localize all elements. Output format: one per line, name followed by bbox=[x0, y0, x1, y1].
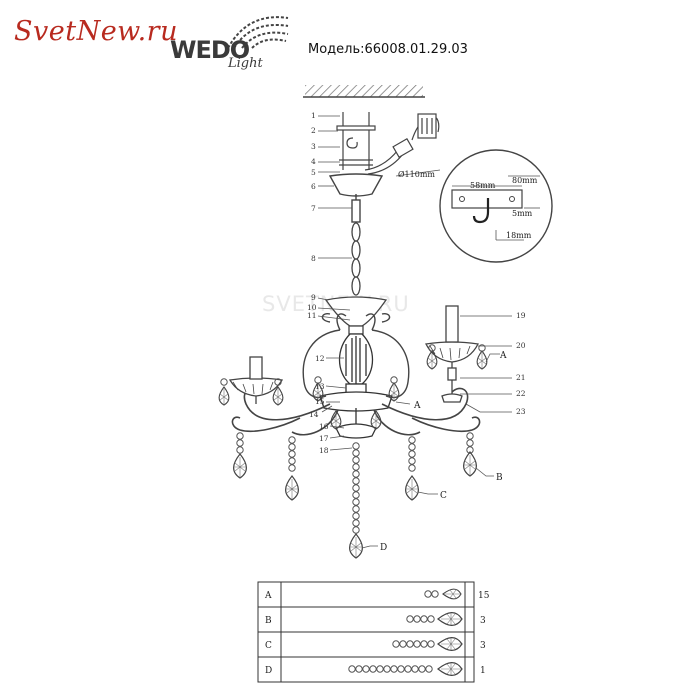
table-codes: A B C D 15 3 3 1 bbox=[264, 591, 490, 676]
callout-15: 15 bbox=[315, 397, 325, 406]
letter-a-center: A bbox=[413, 401, 421, 411]
dim-5mm: 5mm bbox=[512, 209, 533, 218]
callout-14: 14 bbox=[309, 410, 319, 419]
letter-d: D bbox=[380, 543, 387, 553]
detail-dimensions: Ø110mm 58mm 80mm 5mm 18mm bbox=[398, 170, 538, 240]
callout-1: 1 bbox=[311, 111, 316, 120]
ceiling bbox=[303, 85, 425, 98]
letter-b: B bbox=[496, 473, 503, 483]
callout-5: 5 bbox=[311, 168, 316, 177]
top-cup bbox=[324, 296, 388, 335]
logo-subtext: Light bbox=[228, 56, 263, 71]
wire-connector bbox=[364, 113, 440, 175]
drop-letter-labels: A A B C D bbox=[380, 351, 507, 553]
right-candle-holder bbox=[425, 305, 479, 403]
central-column bbox=[319, 333, 393, 439]
callout-16: 16 bbox=[319, 422, 329, 431]
canopy bbox=[328, 173, 384, 223]
table-qty-d: 1 bbox=[480, 666, 486, 676]
callout-4: 4 bbox=[311, 157, 316, 166]
main-arms bbox=[231, 387, 481, 436]
callout-12: 12 bbox=[315, 354, 325, 363]
table-qty-b: 3 bbox=[480, 616, 486, 626]
table-qty-a: 15 bbox=[478, 591, 490, 601]
chain bbox=[351, 222, 361, 296]
table-code-a: A bbox=[264, 591, 272, 601]
callout-21: 21 bbox=[516, 373, 526, 382]
callout-10: 10 bbox=[307, 303, 317, 312]
callout-9: 9 bbox=[311, 293, 316, 302]
callout-13: 13 bbox=[315, 382, 325, 391]
mounting-hardware bbox=[336, 112, 376, 170]
right-callouts bbox=[361, 315, 512, 549]
dim-diameter: Ø110mm bbox=[398, 170, 435, 179]
table-code-b: B bbox=[265, 616, 272, 626]
callout-3: 3 bbox=[311, 142, 316, 151]
decor-horns bbox=[302, 312, 410, 399]
letter-a-right: A bbox=[499, 351, 507, 361]
table-code-c: C bbox=[265, 641, 272, 651]
callout-numbers: 1 2 3 4 5 6 7 8 9 10 11 12 13 14 15 16 1… bbox=[307, 111, 526, 455]
callout-23: 23 bbox=[516, 407, 526, 416]
left-candle-holder bbox=[228, 356, 284, 404]
dim-58mm: 58mm bbox=[470, 181, 496, 190]
table-qty-c: 3 bbox=[480, 641, 486, 651]
callout-2: 2 bbox=[311, 126, 316, 135]
model-number: Модель:66008.01.29.03 bbox=[308, 42, 468, 57]
letter-c: C bbox=[440, 491, 447, 501]
callout-20: 20 bbox=[516, 341, 526, 350]
dim-80mm: 80mm bbox=[512, 176, 538, 185]
site-name: SvetNew.ru bbox=[14, 16, 178, 47]
dim-18mm: 18mm bbox=[506, 231, 532, 240]
callout-19: 19 bbox=[516, 311, 526, 320]
bracket-detail bbox=[395, 149, 553, 263]
callout-8: 8 bbox=[311, 254, 316, 263]
callout-6: 6 bbox=[311, 182, 316, 191]
callout-11: 11 bbox=[307, 311, 317, 320]
logo-swirl-icon bbox=[227, 16, 289, 49]
callout-17: 17 bbox=[319, 434, 329, 443]
callout-22: 22 bbox=[516, 389, 526, 398]
left-callouts bbox=[317, 115, 353, 451]
callout-7: 7 bbox=[311, 204, 316, 213]
callout-18: 18 bbox=[319, 446, 329, 455]
logo-text: WEDO bbox=[170, 36, 250, 64]
table-code-d: D bbox=[265, 666, 272, 676]
